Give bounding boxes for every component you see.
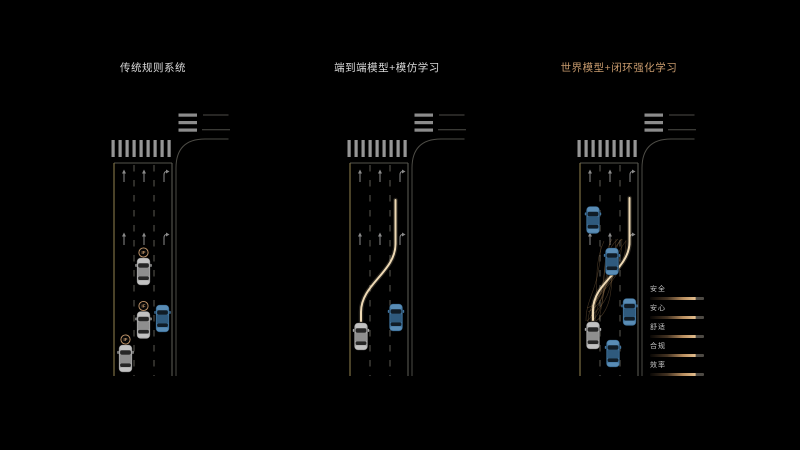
lane-arrow-right-turn-head [632, 169, 636, 174]
cross-street-crosswalk-stripe [644, 128, 663, 132]
lane-arrow-straight-head [378, 169, 382, 174]
metric-value-bar [650, 297, 704, 300]
rule-if-badge: IF [120, 334, 131, 345]
metric-label: 安心 [650, 305, 666, 312]
lane-arrow-right-turn-head [402, 169, 406, 174]
lane-arrow-straight-head [142, 169, 146, 174]
crosswalk-stripe [396, 140, 400, 157]
panel-title-end-to-end: 端到端模型+模仿学习 [334, 62, 440, 74]
blue-car [584, 206, 602, 234]
crosswalk-stripe [132, 140, 136, 157]
crosswalk-stripe [605, 140, 609, 157]
blue-car [154, 304, 171, 333]
blue-car [387, 303, 405, 332]
blue-car [621, 298, 638, 326]
crosswalk-stripe [619, 140, 623, 157]
metric-label: 效率 [650, 362, 666, 369]
crosswalk-stripe [626, 140, 630, 157]
cross-street-crosswalk-stripe [414, 121, 433, 125]
crosswalk-stripe [160, 140, 164, 157]
lane-arrow-straight-head [142, 232, 146, 237]
crosswalk-stripe [633, 140, 637, 157]
panel-title-world-model: 世界模型+闭环强化学习 [560, 62, 678, 74]
ego-gray-car [584, 321, 602, 350]
lane-arrow-straight-head [378, 232, 382, 237]
cross-street-crosswalk-stripe [178, 128, 197, 132]
panel-title-traditional-rules: 传统规则系统 [120, 62, 186, 74]
metric-row: 安全 [650, 286, 706, 305]
svg-text:IF: IF [124, 337, 128, 342]
road-corner-edge [641, 138, 695, 376]
gray-car [135, 257, 152, 286]
crosswalk-stripe [382, 140, 386, 157]
crosswalk-stripe [361, 140, 365, 157]
lane-arrow-straight-head [608, 169, 612, 174]
metric-row: 合规 [650, 343, 706, 362]
cross-street-crosswalk-stripe [178, 121, 197, 125]
ego-gray-car [352, 322, 370, 351]
crosswalk-stripe [347, 140, 351, 157]
lane-arrow-right-turn-head [166, 169, 170, 174]
crosswalk-stripe [612, 140, 616, 157]
svg-text:IF: IF [142, 250, 146, 255]
cross-street-crosswalk-stripe [414, 128, 433, 132]
planned-trajectory [592, 197, 631, 321]
cross-street-crosswalk-stripe [644, 121, 663, 125]
lane-arrow-straight-head [608, 232, 612, 237]
lane-arrow-straight-head [358, 232, 362, 237]
metric-row: 效率 [650, 362, 706, 381]
lane-arrow-straight-head [588, 169, 592, 174]
metric-value-bar [650, 354, 704, 357]
crosswalk-stripe [111, 140, 115, 157]
gray-car [135, 311, 152, 339]
crosswalk-stripe [146, 140, 150, 157]
blue-car [603, 247, 621, 276]
crosswalk-stripe [139, 140, 143, 157]
lane-arrow-straight-head [358, 169, 362, 174]
crosswalk-stripe [403, 140, 407, 157]
crosswalk-stripe [598, 140, 602, 157]
metric-value-bar [650, 316, 704, 319]
cross-street-crosswalk-stripe [414, 113, 433, 117]
lane-arrow-right-turn-head [402, 232, 406, 237]
metric-label: 安全 [650, 286, 666, 293]
metric-label: 舒适 [650, 324, 666, 331]
rule-if-badge: IF [138, 247, 149, 258]
svg-text:IF: IF [142, 304, 146, 309]
road-diagram-end-to-end [347, 113, 466, 376]
lane-arrow-straight-head [588, 232, 592, 237]
metric-row: 安心 [650, 305, 706, 324]
metric-value-bar [650, 373, 704, 376]
crosswalk-stripe [118, 140, 122, 157]
crosswalk-stripe [577, 140, 581, 157]
rule-if-badge: IF [138, 300, 149, 312]
lane-arrow-straight-head [122, 169, 126, 174]
crosswalk-stripe [125, 140, 129, 157]
cross-street-crosswalk-stripe [644, 113, 663, 117]
crosswalk-stripe [375, 140, 379, 157]
cross-street-crosswalk-stripe [178, 113, 197, 117]
lane-arrow-right-turn-head [166, 232, 170, 237]
gray-car [117, 344, 134, 373]
crosswalk-stripe [368, 140, 372, 157]
crosswalk-stripe [591, 140, 595, 157]
metric-label: 合规 [650, 343, 666, 350]
blue-car [604, 339, 622, 368]
crosswalk-stripe [167, 140, 171, 157]
metric-value-bar [650, 335, 704, 338]
road-diagram-traditional-rules: IF IF IF [111, 113, 230, 376]
crosswalk-stripe [354, 140, 358, 157]
lane-arrow-right-turn-head [632, 232, 636, 237]
crosswalk-stripe [153, 140, 157, 157]
road-corner-edge [411, 138, 465, 376]
metric-row: 舒适 [650, 324, 706, 343]
crosswalk-stripe [584, 140, 588, 157]
metric-list: 安全安心舒适合规效率 [650, 286, 706, 381]
lane-arrow-straight-head [122, 232, 126, 237]
crosswalk-stripe [389, 140, 393, 157]
road-corner-edge [175, 138, 229, 376]
planned-trajectory [360, 199, 397, 322]
road-diagram-world-model [577, 113, 696, 376]
